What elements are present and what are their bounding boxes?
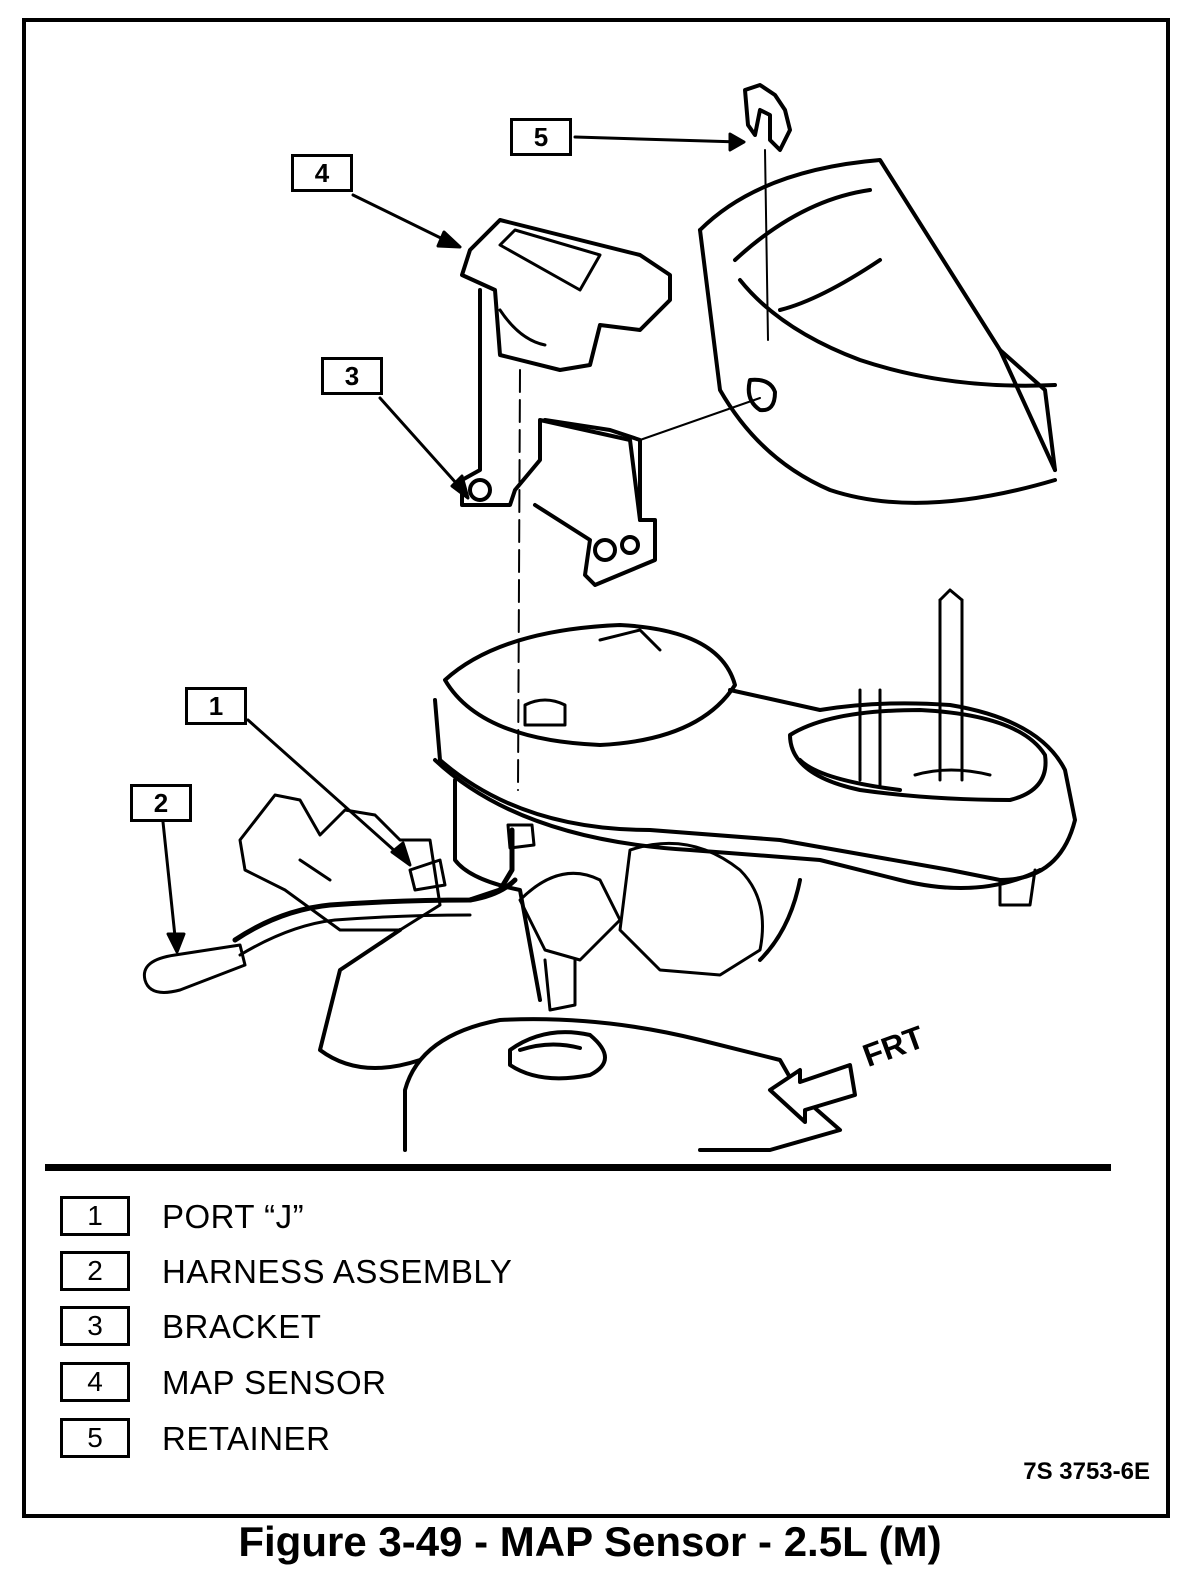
bracket-part bbox=[460, 288, 761, 587]
legend-number: 4 bbox=[60, 1362, 130, 1402]
retainer-part bbox=[743, 83, 792, 341]
map-sensor-part bbox=[460, 218, 672, 791]
diagram-frame bbox=[22, 18, 1170, 1518]
legend-divider bbox=[45, 1164, 1111, 1171]
legend-number: 3 bbox=[60, 1306, 130, 1346]
legend-number: 1 bbox=[60, 1196, 130, 1236]
legend-label: HARNESS ASSEMBLY bbox=[162, 1253, 513, 1290]
throttle-body-assembly bbox=[238, 588, 1077, 1070]
manifold-base bbox=[403, 1017, 842, 1152]
callout-4: 4 bbox=[291, 154, 353, 192]
legend-number: 5 bbox=[60, 1418, 130, 1458]
callout-leader-lines bbox=[161, 132, 746, 954]
callout-5: 5 bbox=[510, 118, 572, 156]
harness-assembly-part bbox=[142, 877, 518, 994]
callout-2: 2 bbox=[130, 784, 192, 822]
legend-label: MAP SENSOR bbox=[162, 1364, 387, 1401]
callout-3: 3 bbox=[321, 357, 383, 395]
air-cleaner-housing bbox=[698, 158, 1057, 505]
legend-label: PORT “J” bbox=[162, 1198, 305, 1235]
legend-label: RETAINER bbox=[162, 1420, 331, 1457]
front-direction-arrow bbox=[768, 1063, 857, 1124]
figure-code: 7S 3753-6E bbox=[1023, 1458, 1150, 1485]
legend-label: BRACKET bbox=[162, 1308, 322, 1345]
legend-number: 2 bbox=[60, 1251, 130, 1291]
figure-caption: Figure 3-49 - MAP Sensor - 2.5L (M) bbox=[238, 1518, 942, 1565]
callout-1: 1 bbox=[185, 687, 247, 725]
